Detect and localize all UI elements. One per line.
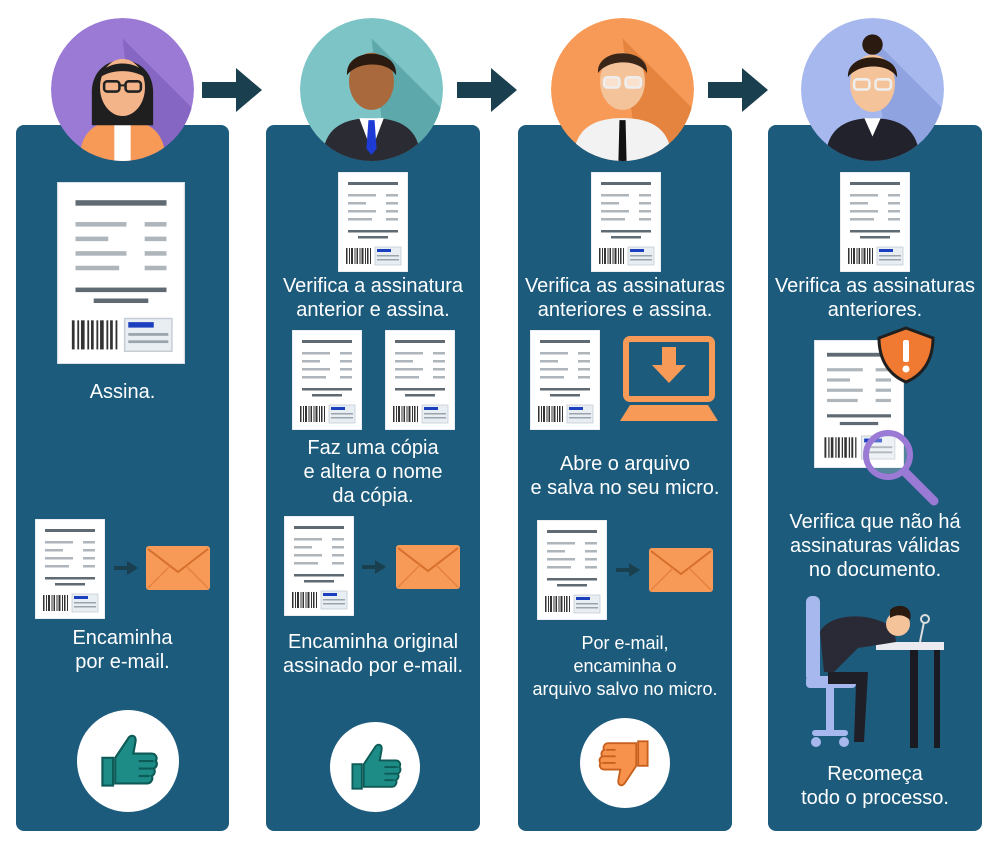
- document-icon: [35, 519, 105, 619]
- warning-shield-icon: [877, 326, 935, 384]
- magnifying-glass-icon: [863, 430, 939, 506]
- document-copy-icon: [385, 330, 455, 430]
- arrow-right-icon: [362, 560, 386, 574]
- arrow-right-icon: [202, 68, 262, 112]
- step-2-verify-text: Verifica a assinatura anterior e assina.: [282, 275, 464, 321]
- arrow-right-icon: [708, 68, 768, 112]
- envelope-icon: [146, 546, 210, 590]
- step-2-copy-text: Faz uma cópia e altera o nome da cópia.: [303, 437, 443, 507]
- businessman-with-tie-avatar: [300, 18, 443, 161]
- document-icon: [57, 182, 185, 364]
- woman-with-bun-avatar: [801, 18, 944, 161]
- document-icon: [591, 172, 661, 272]
- document-icon: [840, 172, 910, 272]
- thumbs-up-icon: [77, 710, 179, 812]
- step-3-save-text: Abre o arquivo e salva no seu micro.: [530, 453, 720, 499]
- document-icon: [530, 330, 600, 430]
- document-icon: [537, 520, 607, 620]
- step-1-forward-text: Encaminha por e-mail.: [72, 627, 173, 673]
- step-4-restart-text: Recomeça todo o processo.: [801, 763, 949, 809]
- thumbs-down-icon: [580, 718, 670, 808]
- step-4-verify-text: Verifica as assinaturas anteriores.: [774, 275, 976, 321]
- arrow-right-icon: [616, 563, 640, 577]
- woman-with-glasses-avatar: [51, 18, 194, 161]
- arrow-right-icon: [114, 561, 138, 575]
- document-icon: [292, 330, 362, 430]
- document-icon: [284, 516, 354, 616]
- step-3-verify-text: Verifica as assinaturas anteriores e ass…: [524, 275, 726, 321]
- step-3-forward-text: Por e-mail, encaminha o arquivo salvo no…: [532, 633, 718, 699]
- step-2-forward-text: Encaminha original assinado por e-mail.: [282, 631, 464, 677]
- arrow-right-icon: [457, 68, 517, 112]
- step-1-sign-text: Assina.: [89, 381, 156, 403]
- document-icon: [338, 172, 408, 272]
- frustrated-person-at-desk-icon: [806, 596, 944, 748]
- man-with-glasses-avatar: [551, 18, 694, 161]
- download-to-computer-icon: [620, 336, 718, 421]
- envelope-icon: [649, 548, 713, 592]
- thumbs-up-icon: [330, 722, 420, 812]
- step-4-invalid-text: Verifica que não há assinaturas válidas …: [789, 511, 961, 581]
- envelope-icon: [396, 545, 460, 589]
